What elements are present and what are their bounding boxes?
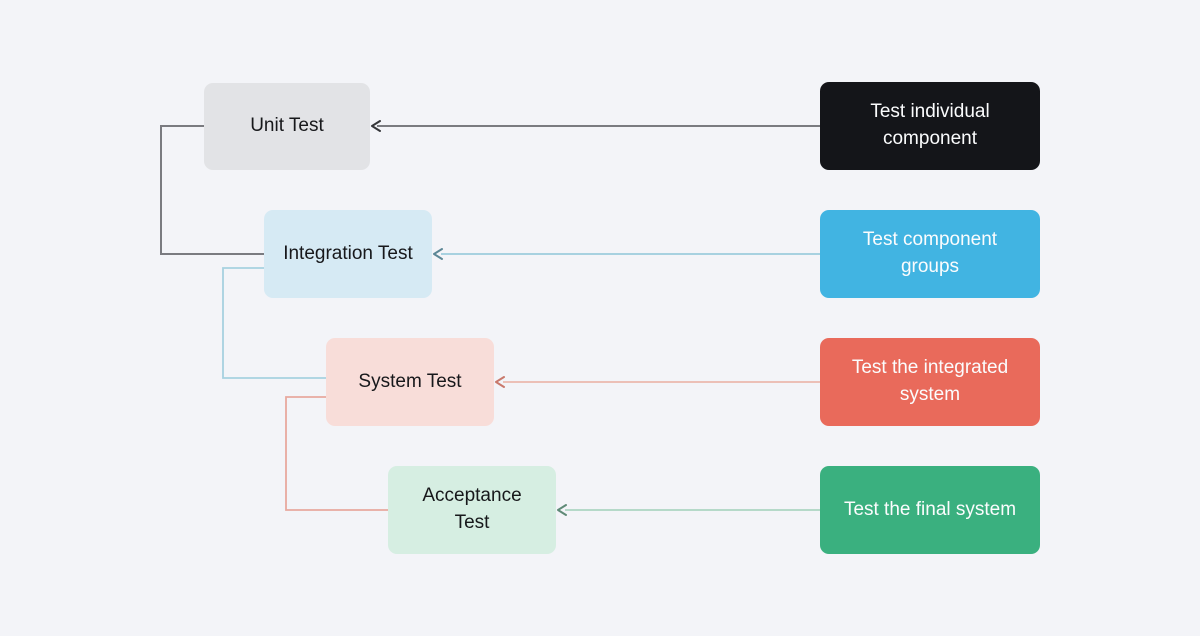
connector-unit-to-integration (160, 125, 264, 255)
connector-integration-to-system (222, 267, 326, 379)
desc-unit-test-label: Test individual component (870, 101, 990, 149)
node-unit-test: Unit Test (204, 83, 370, 170)
node-system-test-label: System Test (358, 370, 462, 392)
desc-unit-test: Test individual component (820, 82, 1040, 170)
connector-unit-arrow (371, 120, 820, 132)
connector-acceptance-arrow (557, 504, 820, 516)
desc-integration-test: Test component groups (820, 210, 1040, 298)
node-acceptance-test: Acceptance Test (388, 466, 556, 554)
connector-system-arrow (495, 376, 820, 388)
node-unit-test-label: Unit Test (250, 115, 324, 137)
desc-system-test-label: Test the integrated system (851, 357, 1009, 405)
desc-acceptance-test-label: Test the final system (843, 498, 1017, 520)
node-integration-test: Integration Test (264, 210, 432, 298)
desc-integration-test-label: Test component groups (862, 229, 998, 277)
node-system-test: System Test (326, 338, 494, 426)
node-acceptance-test-label: Acceptance Test (422, 485, 522, 533)
desc-acceptance-test: Test the final system (820, 466, 1040, 554)
connector-system-to-acceptance (285, 396, 388, 511)
node-integration-test-label: Integration Test (283, 242, 413, 264)
desc-system-test: Test the integrated system (820, 338, 1040, 426)
connector-integration-arrow (433, 248, 820, 260)
